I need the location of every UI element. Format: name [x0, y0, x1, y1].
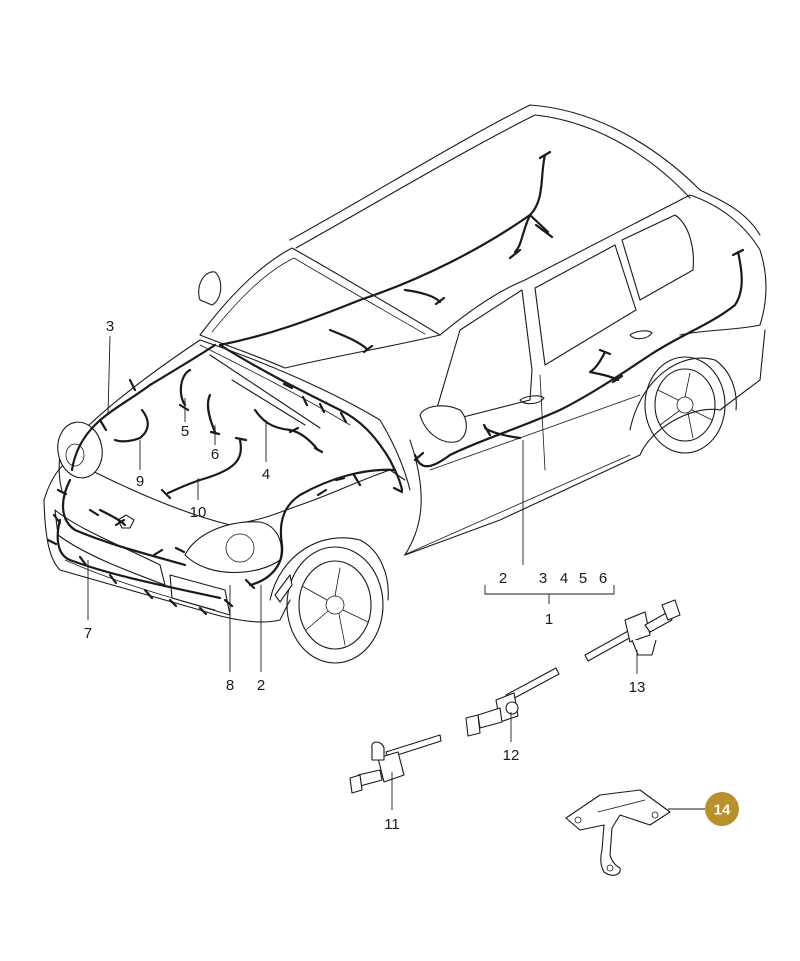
callout-9: 9	[136, 473, 144, 490]
wiring-harness-lines	[56, 153, 743, 600]
callout-3: 3	[106, 318, 114, 335]
part-14-bracket	[565, 789, 671, 876]
callout-3-group: 3	[539, 570, 547, 587]
badge-circle	[705, 792, 739, 826]
vehicle-body-outline	[43, 104, 767, 664]
callout-10: 10	[190, 504, 207, 521]
callout-14: 14	[714, 802, 731, 819]
callout-11: 11	[384, 816, 400, 833]
callout-labels: 3 5 6 4 9 10 7 8 2 2 3 4 5 6 1 13 12 11	[84, 318, 646, 833]
callout-5: 5	[181, 423, 189, 440]
callout-6-group: 6	[599, 570, 607, 587]
part-12-cable-tie-bracket	[465, 667, 560, 737]
callout-7: 7	[84, 625, 92, 642]
callout-5-group: 5	[579, 570, 587, 587]
callout-leader-lines	[87, 335, 705, 810]
callout-14-badge[interactable]: 14	[705, 792, 739, 826]
part-13-cable-tie-holder	[584, 599, 681, 662]
callout-1: 1	[545, 611, 553, 628]
part-11-cable-tie-clip	[349, 734, 442, 794]
callout-2-group: 2	[499, 570, 507, 587]
callout-13: 13	[629, 679, 646, 696]
callout-8: 8	[226, 677, 234, 694]
callout-2-front: 2	[257, 677, 265, 694]
callout-4: 4	[262, 466, 270, 483]
callout-4-group: 4	[560, 570, 568, 587]
callout-12: 12	[503, 747, 520, 764]
callout-6: 6	[211, 446, 219, 463]
